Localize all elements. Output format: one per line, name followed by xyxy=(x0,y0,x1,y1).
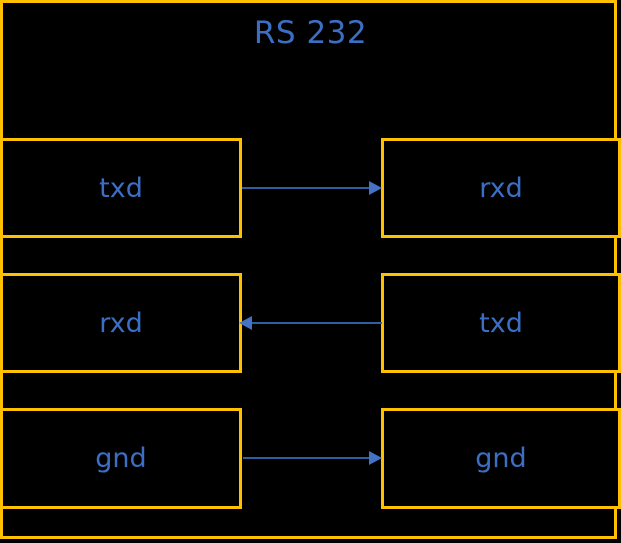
signal-box-right-row1[interactable]: rxd xyxy=(381,138,621,238)
arrow-row1-right xyxy=(242,181,382,195)
signal-box-left-row3[interactable]: gnd xyxy=(0,408,242,509)
signal-box-right-row2[interactable]: txd xyxy=(381,273,621,373)
arrow-row2-left xyxy=(239,316,382,330)
signal-box-right-row3[interactable]: gnd xyxy=(381,408,621,509)
page-title: RS 232 xyxy=(253,15,368,51)
signal-box-left-row2[interactable]: rxd xyxy=(0,273,242,373)
signal-box-left-row1[interactable]: txd xyxy=(0,138,242,238)
arrow-row3-right xyxy=(243,451,382,465)
